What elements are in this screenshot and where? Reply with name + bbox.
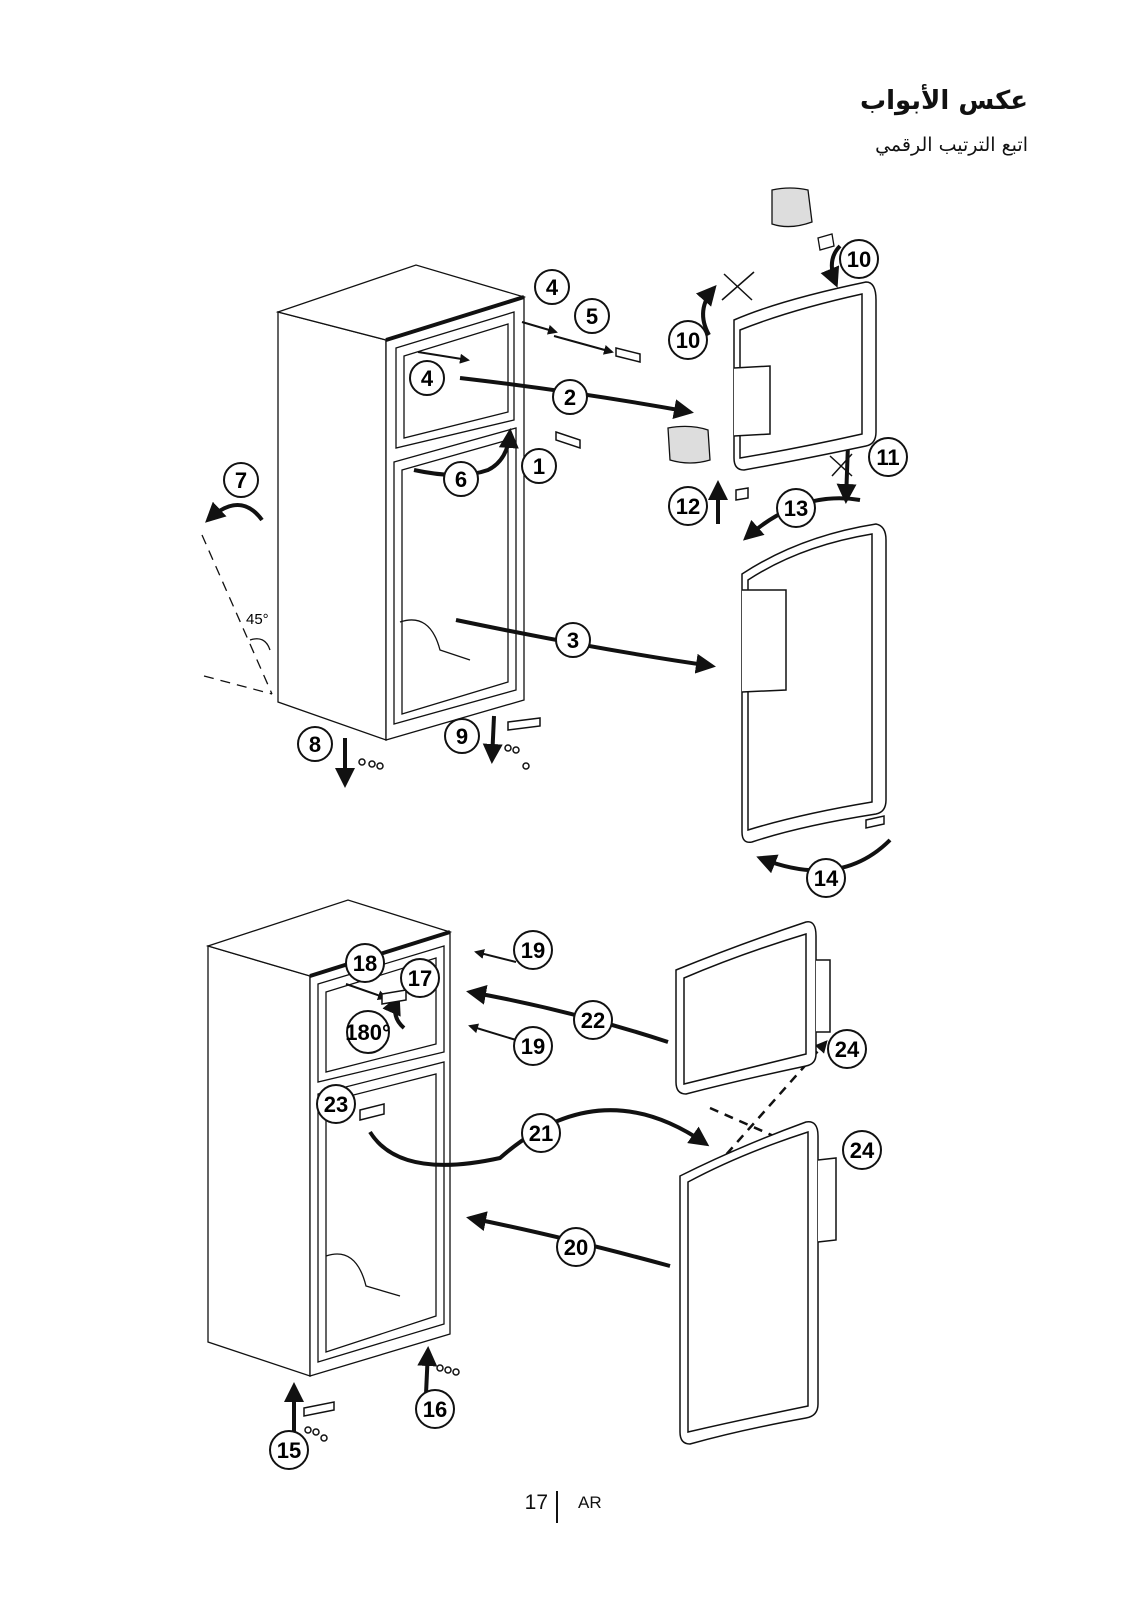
freezer-door-bottom — [675, 921, 831, 1095]
step-12-callout: 12 — [668, 486, 708, 526]
food-bag-icon — [667, 187, 835, 464]
step-callouts: 1 2 3 4 4 5 6 7 8 9 10 10 11 12 13 14 15… — [223, 239, 908, 1470]
svg-text:24: 24 — [850, 1138, 875, 1163]
svg-text:15: 15 — [277, 1438, 301, 1463]
step-11-callout: 11 — [868, 437, 908, 477]
small-arrows — [417, 321, 614, 364]
svg-text:11: 11 — [876, 445, 899, 470]
step-1-callout: 1 — [521, 448, 557, 484]
svg-text:21: 21 — [529, 1121, 553, 1146]
svg-text:5: 5 — [586, 304, 598, 329]
svg-text:19: 19 — [521, 938, 545, 963]
step-21-callout: 21 — [521, 1113, 561, 1153]
svg-text:13: 13 — [784, 496, 808, 521]
svg-text:4: 4 — [421, 366, 434, 391]
step-20-callout: 20 — [556, 1227, 596, 1267]
step-10-callout-left: 10 — [668, 320, 708, 360]
step-16-callout: 16 — [415, 1389, 455, 1429]
step-15-callout: 15 — [269, 1430, 309, 1470]
language-code: AR — [578, 1493, 602, 1512]
svg-text:14: 14 — [814, 866, 839, 891]
svg-text:4: 4 — [546, 275, 559, 300]
freezer-door-top — [733, 281, 877, 471]
svg-text:12: 12 — [676, 494, 700, 519]
page-footer: 17 AR — [0, 1491, 1128, 1531]
step-19-callout-lower: 19 — [513, 1026, 553, 1066]
angle-label: 45° — [246, 611, 269, 628]
no-symbol-icon — [721, 271, 853, 477]
rotation-180-callout: 180° — [345, 1010, 391, 1054]
svg-text:9: 9 — [456, 724, 468, 749]
svg-text:16: 16 — [423, 1397, 447, 1422]
step-14-callout: 14 — [806, 858, 846, 898]
svg-text:20: 20 — [564, 1235, 588, 1260]
footer-divider — [556, 1491, 558, 1523]
svg-text:18: 18 — [353, 951, 377, 976]
svg-text:10: 10 — [847, 247, 871, 272]
svg-text:1: 1 — [533, 454, 545, 479]
dashed-arrows — [709, 1040, 828, 1167]
svg-text:2: 2 — [564, 385, 576, 410]
step-4-callout-inner: 4 — [409, 360, 445, 396]
fridge-cabinet-bottom — [205, 899, 453, 1377]
step-6-callout: 6 — [443, 461, 479, 497]
step-18-callout: 18 — [345, 943, 385, 983]
fridge-door-top — [741, 523, 887, 844]
svg-text:19: 19 — [521, 1034, 545, 1059]
svg-text:23: 23 — [324, 1092, 348, 1117]
tilt-guide — [201, 534, 273, 695]
page-title: عكس الأبواب — [859, 86, 1028, 116]
svg-text:10: 10 — [676, 328, 700, 353]
step-9-callout: 9 — [444, 718, 480, 754]
step-22-callout: 22 — [573, 1000, 613, 1040]
svg-text:17: 17 — [408, 966, 432, 991]
step-2-callout: 2 — [552, 379, 588, 415]
step-7-callout: 7 — [223, 462, 259, 498]
small-arrows-bottom — [345, 949, 517, 1041]
svg-text:7: 7 — [235, 468, 247, 493]
hinge-parts-bottom — [303, 989, 460, 1442]
svg-text:180°: 180° — [345, 1020, 391, 1045]
fridge-door-bottom — [679, 1121, 837, 1445]
step-24-callout: 24 — [827, 1029, 867, 1069]
fridge-cabinet-top — [275, 264, 527, 741]
svg-text:6: 6 — [455, 467, 467, 492]
step-4-callout: 4 — [534, 269, 570, 305]
page-subtitle: اتبع الترتيب الرقمي — [875, 134, 1028, 156]
step-19-callout: 19 — [513, 930, 553, 970]
step-23-callout: 23 — [316, 1084, 356, 1124]
step-3-callout: 3 — [555, 622, 591, 658]
step-10-callout: 10 — [839, 239, 879, 279]
page-number: 17 — [524, 1491, 548, 1514]
step-5-callout: 5 — [574, 298, 610, 334]
svg-text:24: 24 — [835, 1037, 860, 1062]
instruction-header: عكس الأبواب اتبع الترتيب الرقمي — [860, 86, 1028, 156]
svg-text:8: 8 — [309, 732, 321, 757]
hinge-parts-top — [358, 347, 885, 829]
step-24-callout-lower: 24 — [842, 1130, 882, 1170]
step-17-callout: 17 — [400, 958, 440, 998]
svg-text:3: 3 — [567, 628, 579, 653]
step-13-callout: 13 — [776, 488, 816, 528]
svg-text:22: 22 — [581, 1008, 605, 1033]
step-8-callout: 8 — [297, 726, 333, 762]
